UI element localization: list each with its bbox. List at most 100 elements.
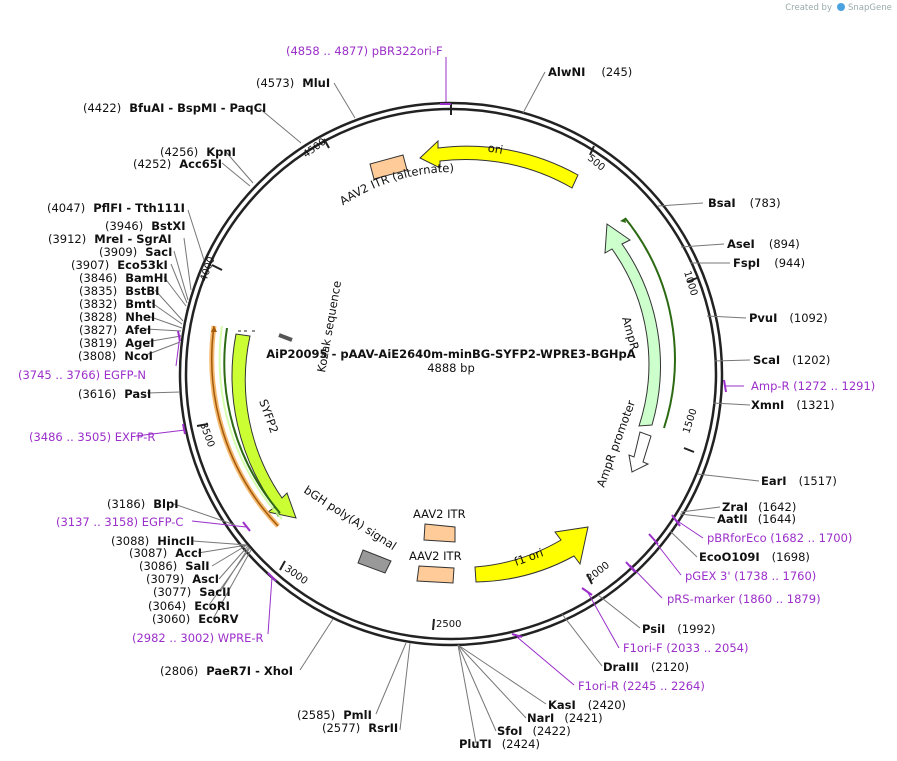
site-kasi: KasI(2420) — [548, 698, 626, 712]
site-blpi: (3186)BlpI — [107, 497, 178, 511]
primer-f1ori-f: F1ori-F (2033 .. 2054) — [623, 641, 748, 655]
feature-label-ori: ori — [487, 141, 504, 157]
feature-aav2-itr-alternate — [369, 154, 408, 180]
tick-label-1500: 1500 — [681, 407, 699, 435]
primer-leader-lines — [135, 57, 744, 686]
site-sali: (3086)SalI — [139, 559, 210, 573]
site-pvui: PvuI(1092) — [749, 311, 828, 325]
feature-syfp2 — [231, 330, 297, 519]
site-acc65i: (4252)Acc65I — [133, 157, 222, 171]
site-bamhi: (3846)BamHI — [79, 271, 168, 285]
site-asei: AseI(894) — [727, 237, 800, 251]
site-agei: (3819)AgeI — [79, 336, 154, 350]
site-afei: (3827)AfeI — [79, 323, 151, 337]
site-bstxi: (3946)BstXI — [105, 219, 186, 233]
site-bstbi: (3835)BstBI — [79, 284, 159, 298]
tick-4000 — [211, 264, 223, 271]
site-pmli: (2585)PmlI — [297, 708, 372, 722]
snapgene-logo-icon — [837, 3, 845, 11]
site-ecoo109i: EcoO109I(1698) — [699, 550, 810, 564]
primer-f1ori-r: F1ori-R (2245 .. 2264) — [578, 679, 705, 693]
primer-pbr322ori-f: (4858 .. 4877) pBR322ori-F — [286, 44, 443, 58]
map-length: 4888 bp — [427, 361, 475, 375]
site-xmni: XmnI(1321) — [751, 398, 835, 412]
site-bfuai-bspmi-paqci: (4422)BfuAI - BspMI - PaqCI — [83, 101, 266, 115]
site-bmti: (3832)BmtI — [79, 297, 156, 311]
site-saci: (3909)SacI — [99, 245, 172, 259]
tick-label-2500: 2500 — [436, 619, 461, 630]
tick-500 — [589, 145, 595, 156]
tick-3000 — [279, 560, 286, 571]
site-mlui: (4573)MluI — [256, 76, 330, 90]
site-pflfi-tth111i: (4047)PflFI - Tth111I — [47, 201, 185, 215]
site-hincii: (3088)HincII — [111, 534, 194, 548]
tick-1500 — [683, 447, 695, 453]
site-alwni: AlwNI(245) — [548, 65, 632, 79]
site-draiii: DraIII(2120) — [603, 660, 689, 674]
tick-marks — [196, 103, 698, 631]
feature-ampr — [604, 217, 676, 429]
site-nhei: (3828)NheI — [79, 310, 155, 324]
site-zrai: ZraI(1642) — [722, 500, 796, 514]
site-sfoi: SfoI(2422) — [497, 724, 571, 738]
feature-label-aav2-itr-2: AAV2 ITR — [409, 549, 462, 563]
primer-egfp-n: (3745 .. 3766) EGFP-N — [18, 368, 146, 382]
site-leader-lines — [145, 71, 760, 744]
feature-ori — [419, 139, 579, 189]
feature-label-bgh-polya: bGH poly(A) signal — [301, 483, 399, 553]
site-eco53ki: (3907)Eco53kI — [71, 258, 168, 272]
site-psii: PsiI(1992) — [642, 622, 716, 636]
feature-syfp2-sequence-track — [218, 325, 283, 520]
site-eari: EarI(1517) — [761, 474, 837, 488]
feature-bgh-polya — [357, 549, 392, 574]
site-paer7i-xhoi: (2806)PaeR7I - XhoI — [160, 664, 293, 678]
site-fspi: FspI(944) — [733, 256, 805, 270]
primer-labels: (4858 .. 4877) pBR322ori-F Amp-R (1272 .… — [18, 44, 875, 693]
snapgene-watermark: Created by SnapGene — [785, 3, 892, 13]
feature-orange-translation-track — [209, 325, 280, 528]
primer-exfp-r: (3486 .. 3505) EXFP-R — [29, 430, 155, 444]
tick-label-4000: 4000 — [198, 255, 217, 283]
feature-ampr-promoter — [628, 431, 652, 473]
site-scai: ScaI(1202) — [753, 353, 830, 367]
primer-prs-marker: pRS-marker (1860 .. 1879) — [667, 592, 821, 606]
site-ncoi: (3808)NcoI — [78, 349, 153, 363]
site-rsrii: (2577)RsrII — [322, 721, 398, 735]
site-pasi: (3616)PasI — [78, 387, 151, 401]
site-sacii: (3077)SacII — [153, 585, 231, 599]
site-pluti: PluTI(2424) — [459, 737, 540, 751]
tick-label-3500: 3500 — [197, 421, 216, 449]
feature-kozak — [278, 333, 293, 342]
site-asci: (3079)AscI — [146, 572, 219, 586]
site-aatii: AatII(1644) — [717, 512, 796, 526]
feature-label-ampr-promoter: AmpR promoter — [594, 398, 639, 489]
site-ecorv: (3060)EcoRV — [152, 612, 239, 626]
feature-label-aav2-itr-1: AAV2 ITR — [413, 507, 466, 521]
primer-wpre-r: (2982 .. 3002) WPRE-R — [132, 631, 264, 645]
site-mrei-sgrai: (3912)MreI - SgrAI — [48, 232, 172, 246]
site-ecori: (3064)EcoRI — [148, 599, 230, 613]
tick-1000 — [686, 277, 698, 283]
tick-2000 — [586, 573, 593, 585]
tick-label-2000: 2000 — [585, 560, 612, 584]
site-nari: NarI(2421) — [527, 711, 603, 725]
feature-label-syfp2: SYFP2 — [256, 397, 281, 435]
tick-label-3000: 3000 — [282, 563, 309, 587]
tick-4500 — [323, 138, 330, 149]
tick-2500 — [432, 618, 435, 631]
feature-f1-ori — [474, 526, 589, 583]
site-kpni: (4256)KpnI — [160, 145, 236, 159]
site-bsai: BsaI(783) — [708, 196, 781, 210]
primer-pbrforeco: pBRforEco (1682 .. 1700) — [707, 531, 852, 545]
primer-egfp-c: (3137 .. 3158) EGFP-C — [56, 515, 183, 529]
primer-amp-r: Amp-R (1272 .. 1291) — [751, 379, 875, 393]
primer-pgex-3: pGEX 3' (1738 .. 1760) — [685, 569, 816, 583]
site-labels: AlwNI(245) BsaI(783) AseI(894) FspI(944)… — [47, 65, 837, 751]
feature-aav2-itr-1 — [423, 523, 456, 543]
site-acci: (3087)AccI — [129, 546, 202, 560]
watermark-brand: SnapGene — [848, 3, 892, 13]
map-title: AiP20095 - pAAV-AiE2640m-minBG-SYFP2-WPR… — [266, 347, 636, 361]
tick-3500 — [196, 423, 209, 427]
watermark-prefix: Created by — [785, 3, 832, 13]
